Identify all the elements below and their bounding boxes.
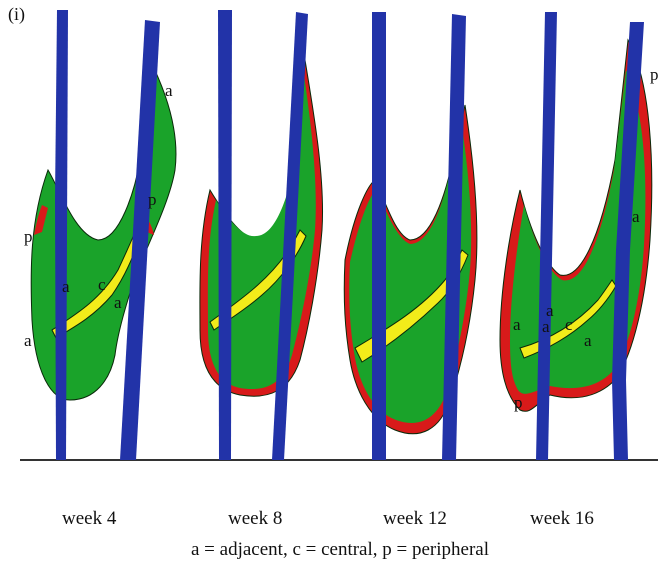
week-label: week 12	[383, 508, 447, 530]
region-letter: a	[165, 81, 173, 100]
stage-week-8	[200, 10, 323, 460]
region-letter: a	[513, 315, 521, 334]
region-letter: c	[565, 315, 573, 334]
blood-vessel	[612, 380, 628, 460]
stage-week-4: a p p a c a a	[24, 10, 176, 460]
region-letter: a	[114, 293, 122, 312]
region-letter: p	[650, 65, 658, 84]
stage-week-16: p a a a c a a p	[500, 12, 658, 460]
region-letter: c	[98, 275, 106, 294]
region-letter: a	[584, 331, 592, 350]
blood-vessel	[218, 10, 232, 460]
region-letter: a	[632, 207, 640, 226]
legend: a = adjacent, c = central, p = periphera…	[140, 539, 540, 561]
region-letter: a	[542, 317, 550, 336]
region-letter: p	[24, 227, 33, 246]
week-label: week 4	[62, 508, 116, 530]
region-letter: a	[24, 331, 32, 350]
blood-vessel	[55, 10, 68, 460]
week-label: week 16	[530, 508, 594, 530]
blood-vessel	[372, 12, 386, 460]
panel-label: (i)	[8, 4, 25, 25]
region-letter: a	[62, 277, 70, 296]
region-letter: p	[148, 190, 157, 209]
region-letter: p	[514, 393, 523, 412]
stage-week-12	[344, 12, 477, 460]
week-label: week 8	[228, 508, 282, 530]
